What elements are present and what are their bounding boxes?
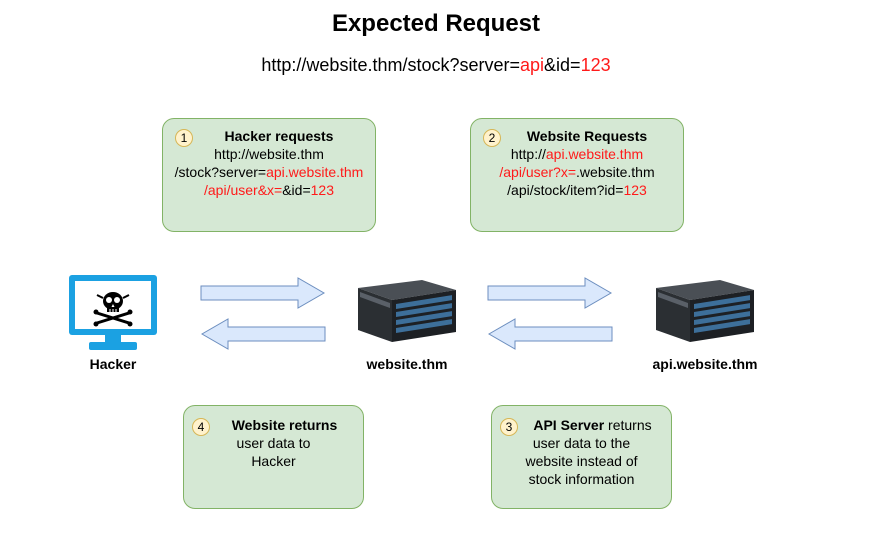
step-2-line2-b: .website.thm (576, 164, 655, 180)
step-2-box: 2 Website Requests http://api.website.th… (470, 118, 684, 232)
diagram-title: Expected Request (331, 10, 541, 37)
step-3-line3: website instead of (525, 453, 638, 469)
expected-url-prefix: http://website.thm/stock?server= (261, 55, 520, 75)
expected-url-server: api (520, 55, 545, 75)
step-1-line2: /stock?server=api.website.thm (163, 163, 375, 181)
step-3-line4: stock information (528, 471, 635, 487)
step-2-line1-a: http:// (510, 146, 546, 162)
arrow-right-hacker-to-website (200, 277, 326, 309)
step-3-line2: user data to the (532, 435, 631, 451)
step-1-line2-b: api.website.thm (266, 164, 364, 180)
step-2-heading: Website Requests (526, 128, 648, 144)
expected-url: http://website.thm/stock?server=api&id=1… (0, 55, 872, 76)
website-server-icon (358, 280, 456, 342)
step-2-line1: http://api.website.thm (471, 145, 683, 163)
step-1-line1: http://website.thm (214, 146, 324, 162)
step-1-line3-b: &id= (282, 182, 311, 198)
step-2-line3-a: /api/stock/item?id= (507, 182, 624, 198)
step-3-heading: API Server (533, 417, 605, 433)
step-4-heading: Website returns (231, 417, 338, 433)
hacker-label: Hacker (89, 356, 137, 372)
api-server-icon (656, 280, 754, 342)
step-2-line2-a: /api/user?x= (499, 164, 577, 180)
step-1-line2-a: /stock?server= (174, 164, 267, 180)
step-3-box: 3 API Server returns user data to the we… (491, 405, 672, 509)
step-1-line3: /api/user&x=&id=123 (163, 181, 375, 199)
expected-url-id: 123 (580, 55, 611, 75)
step-4-badge: 4 (192, 418, 210, 436)
step-1-heading: Hacker requests (224, 128, 334, 144)
step-4-line3: Hacker (251, 453, 296, 469)
step-2-line3-b: 123 (623, 182, 647, 198)
step-4-line2: user data to (236, 435, 311, 451)
arrow-left-website-to-hacker (200, 318, 326, 350)
api-label: api.website.thm (652, 356, 758, 372)
step-1-badge: 1 (175, 129, 193, 147)
step-2-badge: 2 (483, 129, 501, 147)
arrow-left-api-to-website (487, 318, 613, 350)
skull-monitor-icon (69, 275, 157, 350)
step-2-line2: /api/user?x=.website.thm (471, 163, 683, 181)
arrow-right-website-to-api (487, 277, 613, 309)
step-2-line1-b: api.website.thm (545, 146, 644, 162)
step-2-line3: /api/stock/item?id=123 (471, 181, 683, 199)
expected-url-mid: &id= (544, 55, 581, 75)
step-1-box: 1 Hacker requests http://website.thm /st… (162, 118, 376, 232)
step-3-line1: API Server returns (514, 416, 671, 434)
step-3-badge: 3 (500, 418, 518, 436)
step-4-box: 4 Website returns user data to Hacker (183, 405, 364, 509)
step-3-line1-rest: returns (604, 417, 652, 433)
website-label: website.thm (366, 356, 448, 372)
step-1-line3-c: 123 (310, 182, 334, 198)
step-1-line3-a: /api/user&x= (204, 182, 283, 198)
